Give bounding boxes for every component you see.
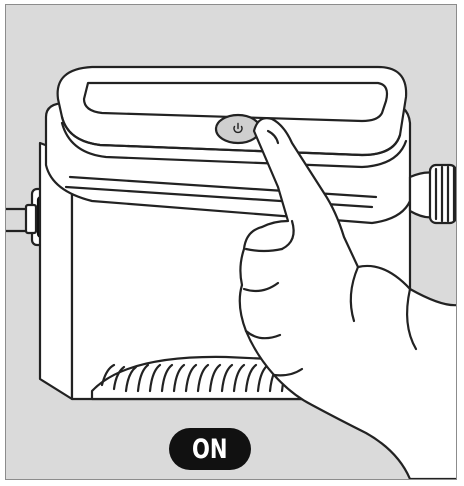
on-badge-label: ON bbox=[192, 436, 228, 463]
on-badge: ON bbox=[169, 428, 251, 470]
power-supply-illustration bbox=[6, 5, 456, 479]
illustration-panel: ON bbox=[5, 4, 457, 480]
hose-connector bbox=[410, 165, 456, 223]
